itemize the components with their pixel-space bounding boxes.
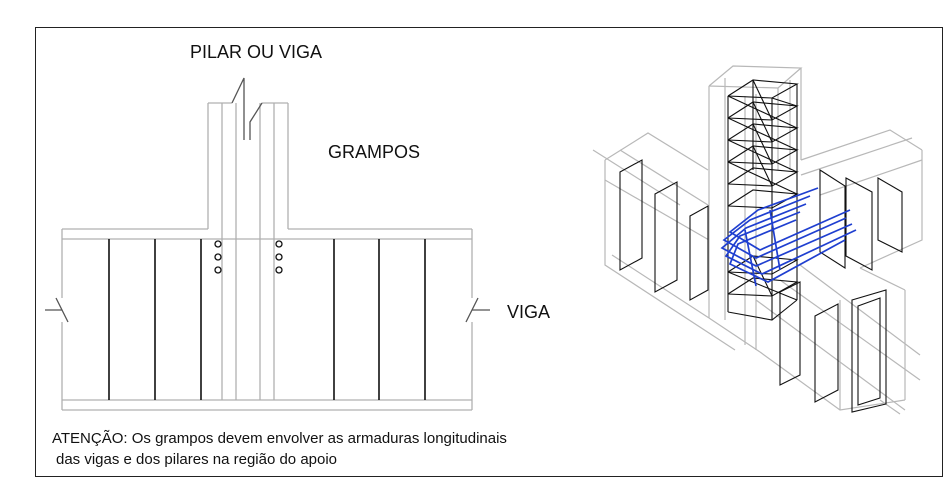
beam-break-left xyxy=(45,297,69,323)
note-line-2: das vigas e dos pilares na região do apo… xyxy=(56,451,338,468)
pillar-outline xyxy=(207,102,289,400)
grampos-circles xyxy=(214,240,283,274)
drawing-frame xyxy=(35,27,943,477)
elevation-view xyxy=(45,77,490,411)
isometric-view xyxy=(592,65,923,415)
iso-column-cage xyxy=(727,79,799,321)
label-grampos: GRAMPOS xyxy=(328,142,420,162)
iso-right-stirrups xyxy=(819,168,903,271)
pillar-break xyxy=(231,77,263,140)
iso-grampos xyxy=(720,187,857,287)
beam-stirrups xyxy=(108,239,426,400)
note-line-1: ATENÇÃO: Os grampos devem envolver as ar… xyxy=(52,430,507,447)
beam-break-right xyxy=(465,297,490,323)
iso-left-stirrups xyxy=(619,159,709,301)
beam-outline xyxy=(61,228,473,411)
iso-concrete-outline xyxy=(592,65,923,415)
iso-front-stirrups xyxy=(779,281,887,413)
label-pilar-ou-viga: PILAR OU VIGA xyxy=(190,42,322,62)
label-viga: VIGA xyxy=(507,302,550,322)
